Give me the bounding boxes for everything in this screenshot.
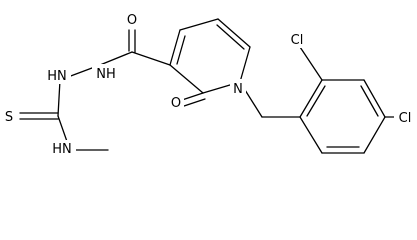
- bond-ring-c6-c5: [217, 18, 251, 48]
- bond-benzene-3-4-inner: [360, 85, 379, 117]
- bond-ring-carbonyl-1: [181, 92, 204, 101]
- atom-cl-para: Cl: [399, 111, 412, 126]
- bond-n-thiocarbonyl: [57, 79, 61, 117]
- bond-benzene-6-1: [299, 116, 323, 154]
- atom-o-ring: O: [171, 96, 181, 111]
- bond-ring-c5-c4: [179, 18, 219, 31]
- bond-ring-c6-c5-inner: [216, 24, 245, 50]
- bond-ring-c4-c3-inner: [176, 35, 186, 65]
- atom-cl-ortho: Cl: [291, 33, 304, 48]
- atom-s-thione: S: [5, 110, 13, 125]
- bond-benzene-3-4: [363, 79, 386, 118]
- atom-n-methylamine: HN: [52, 142, 72, 155]
- atom-n-ring: N: [233, 82, 243, 97]
- atom-labels: O NH HN S HN O N Cl Cl: [2, 10, 416, 155]
- molecule-structure: O NH HN S HN O N Cl Cl: [2, 10, 416, 155]
- bond-aryl-cl-ortho: [299, 46, 323, 81]
- bond-ring-n-c6: [239, 46, 251, 83]
- bond-benzene-1-2-inner: [306, 85, 326, 117]
- bonds: [19, 18, 401, 154]
- atom-o-carbonyl: O: [127, 13, 137, 28]
- bond-amide-c-n: [99, 51, 133, 66]
- bond-c3-amide-carbon: [131, 51, 171, 66]
- bond-benzene-4-5: [363, 116, 386, 154]
- bond-ring-c3-c2: [169, 64, 204, 94]
- bond-benzene-1-2: [299, 79, 323, 118]
- bond-ring-carbonyl-2: [183, 98, 206, 107]
- bond-ring-c4-c3: [169, 29, 181, 66]
- atom-n-hydrazide-1: NH: [96, 67, 116, 82]
- atom-n-hydrazide-2: HN: [47, 69, 67, 84]
